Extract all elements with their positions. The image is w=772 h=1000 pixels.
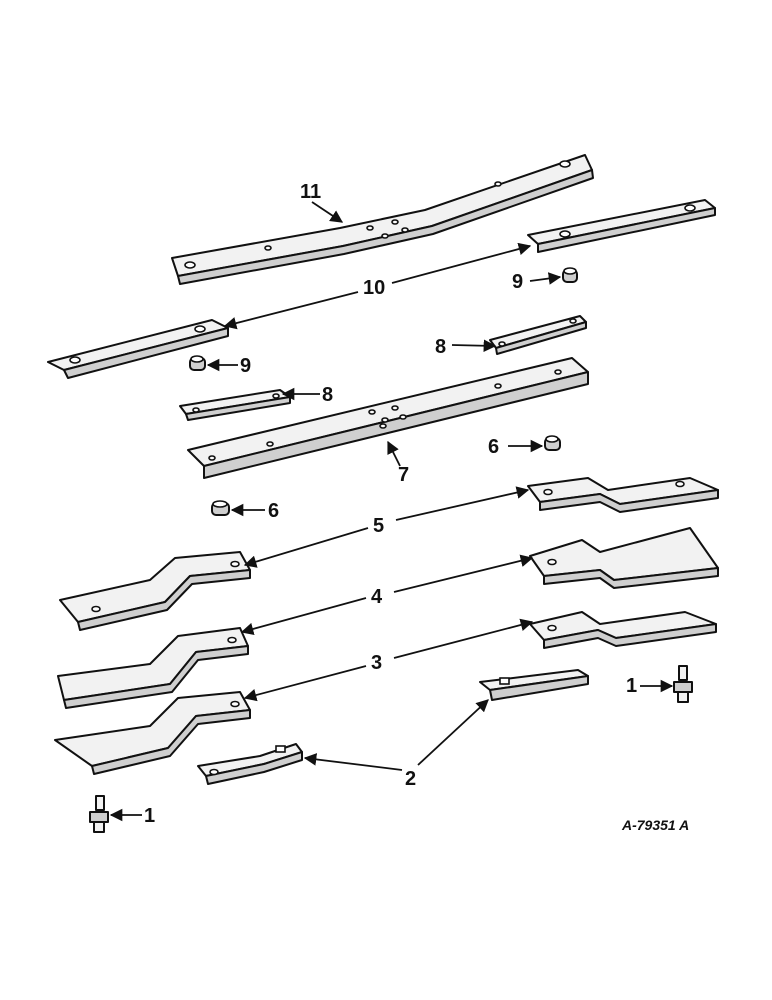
part-5-right-bracket bbox=[527, 477, 719, 513]
callout-5: 5 bbox=[373, 515, 384, 537]
callout-1-left: 1 bbox=[144, 805, 155, 827]
callout-8-left: 8 bbox=[322, 384, 333, 406]
callout-10: 10 bbox=[363, 277, 385, 299]
leader-10-left bbox=[223, 291, 359, 330]
leader-2-left bbox=[303, 753, 403, 771]
callout-1-right: 1 bbox=[626, 675, 637, 697]
callout-9-right: 9 bbox=[512, 271, 523, 293]
part-4-left-shovel bbox=[57, 627, 249, 709]
part-10-left-plate bbox=[47, 319, 229, 379]
leader-10-right bbox=[391, 242, 532, 284]
callout-6-left: 6 bbox=[268, 500, 279, 522]
callout-6-right: 6 bbox=[488, 436, 499, 458]
callout-4: 4 bbox=[371, 586, 383, 608]
part-1-bolt-right bbox=[673, 665, 693, 703]
callout-2: 2 bbox=[405, 768, 416, 790]
part-8-right-strap bbox=[489, 315, 587, 355]
leader-5-left bbox=[243, 527, 369, 568]
leader-3-right bbox=[393, 618, 534, 659]
figure-code: A-79351 A bbox=[621, 817, 689, 833]
part-6-nut-right bbox=[544, 435, 561, 451]
leader-2-right bbox=[417, 699, 489, 766]
leader-5-right bbox=[395, 486, 530, 521]
part-3-right-shovel bbox=[529, 611, 717, 649]
leader-9-right bbox=[529, 272, 562, 285]
callout-11: 11 bbox=[300, 181, 321, 203]
callout-3: 3 bbox=[371, 652, 382, 674]
part-11-long-bar bbox=[171, 154, 594, 285]
part-3-left-shovel bbox=[54, 691, 251, 775]
callout-7: 7 bbox=[398, 464, 409, 486]
part-5-left-bracket bbox=[59, 551, 251, 631]
part-6-nut-left bbox=[211, 500, 230, 516]
leader-4-left bbox=[240, 597, 367, 636]
leader-11 bbox=[311, 201, 344, 223]
part-9-nut-left bbox=[189, 355, 206, 371]
part-1-bolt-left bbox=[89, 795, 109, 833]
callout-8-right: 8 bbox=[435, 336, 446, 358]
part-7-flat-bar bbox=[187, 357, 589, 479]
leader-7 bbox=[387, 440, 401, 467]
part-10-right-plate bbox=[527, 199, 716, 253]
part-4-right-shovel bbox=[529, 527, 719, 589]
leader-3-left bbox=[243, 665, 367, 702]
part-8-left-strap bbox=[179, 389, 291, 421]
leader-4-right bbox=[393, 554, 534, 593]
part-9-nut-right bbox=[562, 267, 578, 283]
leader-8-right bbox=[451, 339, 497, 353]
callout-9-left: 9 bbox=[240, 355, 251, 377]
part-2-clamp-left bbox=[197, 743, 303, 785]
part-2-clamp-right bbox=[479, 669, 589, 701]
